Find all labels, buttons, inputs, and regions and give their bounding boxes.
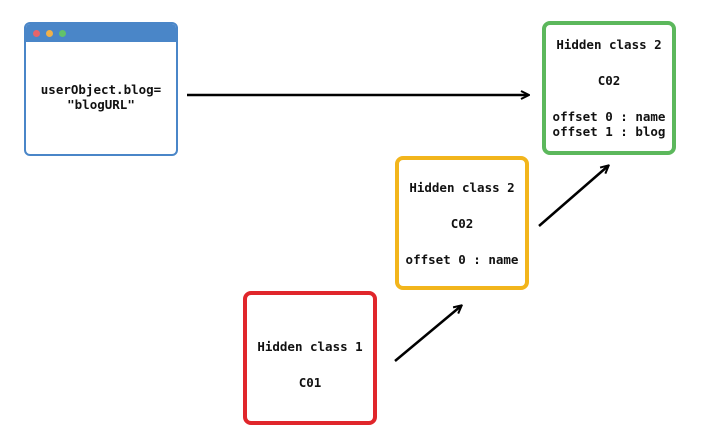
hidden-class-id: C02 (450, 216, 474, 231)
close-dot-icon (33, 29, 40, 37)
offset-entry: offset 1 : blog (552, 124, 666, 139)
code-line: userObject.blog= (40, 82, 162, 97)
offset-entry: offset 0 : name (405, 252, 519, 267)
hidden-class-2-full-box: Hidden class 2 C02 offset 0 : name offse… (542, 21, 676, 155)
arrow-hidden-class-2-partial-to-full (538, 166, 608, 227)
arrow-hidden-class-1-to-2-partial (394, 306, 461, 362)
hidden-class-title: Hidden class 2 (556, 37, 662, 52)
offset-entry: offset 0 : name (552, 109, 666, 124)
window-titlebar (26, 24, 176, 42)
hidden-class-id: C02 (597, 73, 621, 88)
hidden-class-title: Hidden class 2 (409, 180, 515, 195)
maximize-dot-icon (59, 29, 66, 37)
hidden-class-title: Hidden class 1 (257, 339, 363, 354)
hidden-class-id: C01 (298, 375, 322, 390)
code-snippet: userObject.blog= "blogURL" (26, 82, 176, 112)
hidden-class-1-box: Hidden class 1 C01 (243, 291, 377, 425)
code-window: userObject.blog= "blogURL" (24, 22, 178, 156)
code-line: "blogURL" (67, 97, 135, 112)
hidden-class-2-partial-box: Hidden class 2 C02 offset 0 : name (395, 156, 529, 290)
minimize-dot-icon (46, 29, 53, 37)
